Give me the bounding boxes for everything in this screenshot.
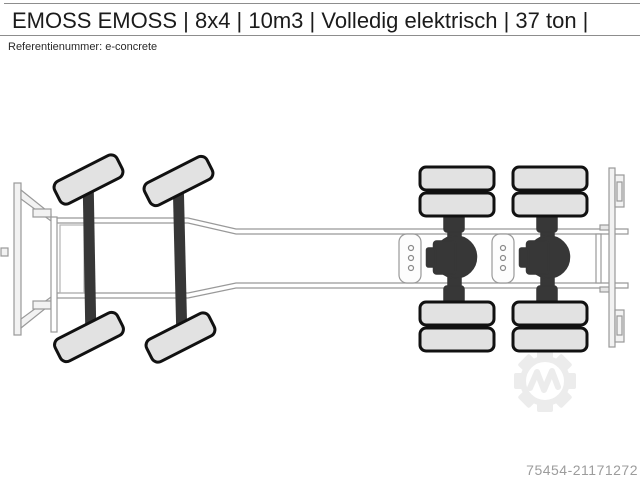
top-hairline — [4, 3, 640, 4]
rear-bracket-bottom — [614, 309, 625, 343]
page-title: EMOSS EMOSS | 8x4 | 10m3 | Volledig elek… — [12, 8, 589, 33]
frame-rail-bottom — [56, 282, 629, 299]
front-bumper-assembly — [0, 182, 58, 336]
frame-rail-top — [56, 217, 629, 235]
crossmember-panel-2 — [491, 233, 515, 284]
front-crossmember — [50, 216, 58, 333]
front-bumper-bar — [13, 182, 22, 336]
front-wheel-right-1 — [53, 310, 125, 364]
bumper-ledge-bottom — [32, 300, 52, 310]
rear-dual-wheels-axle-3 — [418, 165, 496, 353]
rear-axle-4 — [511, 165, 589, 353]
chassis-frame-rails — [56, 217, 629, 299]
watermark-gear-logo — [514, 350, 576, 412]
rear-dual-wheels-axle-4 — [511, 165, 589, 353]
tow-pin — [0, 247, 9, 257]
front-frame-inner-box — [59, 224, 85, 294]
rear-crossbar — [608, 167, 616, 348]
listing-number: 75454-21171272 — [526, 462, 638, 478]
rear-axle-3 — [418, 165, 496, 353]
reference-number-label: Referentienummer: e-concrete — [8, 41, 158, 53]
rear-end-structure — [595, 167, 625, 348]
front-wheels — [52, 153, 217, 364]
rear-inner-member — [595, 233, 602, 284]
front-wheel-left-2 — [142, 154, 215, 208]
title-divider — [0, 35, 640, 36]
front-wheel-right-2 — [144, 311, 217, 364]
front-wheel-left-1 — [52, 153, 125, 206]
rear-bracket-top — [614, 174, 625, 208]
crossmember-panel-1 — [398, 233, 422, 284]
front-axle-2 — [172, 173, 188, 343]
bumper-ledge-top — [32, 208, 52, 218]
front-axle-1 — [82, 173, 97, 343]
